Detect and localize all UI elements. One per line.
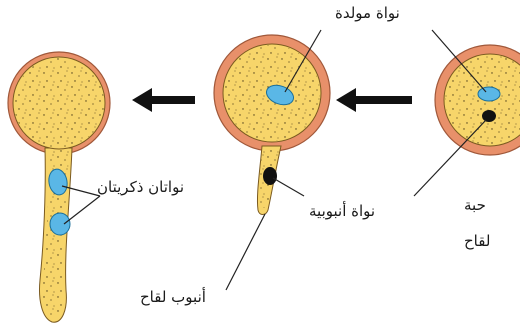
arrow-middle-to-left (132, 88, 195, 112)
label-generative-nucleus: نواة مولدة (335, 6, 400, 21)
label-pollen-grain-line1: حبة (464, 198, 486, 213)
mature-pollen-tube-grain (8, 52, 110, 322)
label-tube-nucleus: نواة أنبوبية (309, 204, 375, 219)
label-sperm-nuclei: نواتان ذكريتان (97, 180, 184, 195)
leader-tube-nucleus-middle (273, 178, 304, 196)
arrow-head-1 (336, 88, 356, 112)
generative-nucleus-grain (478, 87, 500, 101)
tube-nucleus-grain (482, 110, 496, 122)
pollen-grain (435, 45, 520, 155)
tube-nucleus-middle (263, 167, 277, 185)
arrow-head-2 (132, 88, 152, 112)
leader-pollen-tube (226, 214, 265, 290)
left-grain-speckles (14, 58, 104, 148)
germinating-grain (214, 35, 330, 215)
label-pollen-grain-line2: لقاح (464, 234, 490, 249)
sperm-nucleus-lower (50, 213, 70, 235)
arrow-right-to-middle (336, 88, 412, 112)
label-pollen-tube: أنبوب لقاح (140, 290, 206, 305)
